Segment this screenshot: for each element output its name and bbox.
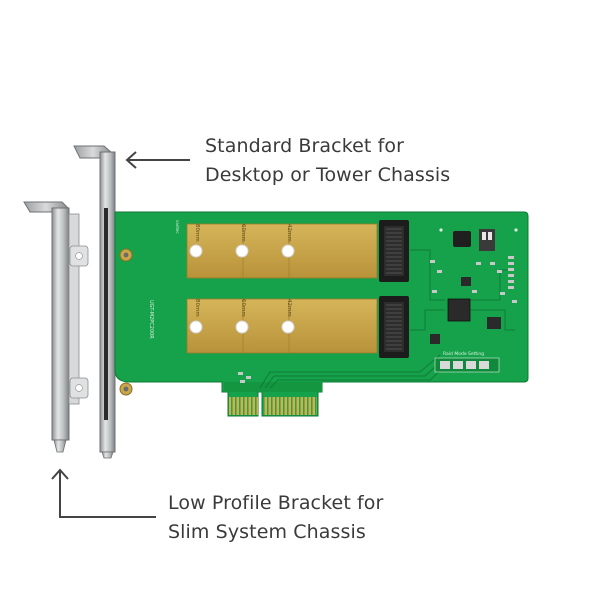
low-profile-bracket-caption: Low Profile Bracket for Slim System Chas… [168,489,383,547]
slot-label-top-60: 60mm [240,224,246,242]
slot-label-top-80: 80mm [194,224,200,242]
low-profile-bracket [23,201,89,453]
m2-slot-bottom: 80mm 60mm 42mm [186,298,378,354]
slot-label-bottom-60: 60mm [240,299,246,317]
low-profile-bracket-caption-line2: Slim System Chassis [168,521,366,543]
low-profile-bracket-caption-line1: Low Profile Bracket for [168,492,384,514]
m2-adapter-card: UGT-M2PC200R vantec 80mm 60mm 42mm [114,211,529,417]
standard-bracket-arrow [125,151,190,169]
standard-bracket-caption-line1: Standard Bracket for [205,135,405,157]
standard-bracket-caption-line2: Desktop or Tower Chassis [205,164,451,186]
raid-jumper-header: Raid Mode Setting [434,351,500,373]
slot-label-bottom-80: 80mm [194,299,200,317]
m2-connector-top [379,220,409,282]
slot-label-top-42: 42mm [286,224,292,242]
standard-bracket-caption: Standard Bracket for Desktop or Tower Ch… [205,132,450,190]
m2-slot-top: 80mm 60mm 42mm [186,223,378,279]
inductor [453,231,471,247]
model-silkscreen: UGT-M2PC200R [148,300,154,339]
brand-logo: vantec [175,220,180,234]
standard-bracket [73,145,116,459]
low-profile-bracket-arrow [51,468,156,518]
m2-connector-bottom [379,296,409,358]
raid-mode-label: Raid Mode Setting [443,351,484,357]
controller-chip [447,298,471,322]
dip-switch [479,229,495,251]
slot-label-bottom-42: 42mm [286,299,292,317]
